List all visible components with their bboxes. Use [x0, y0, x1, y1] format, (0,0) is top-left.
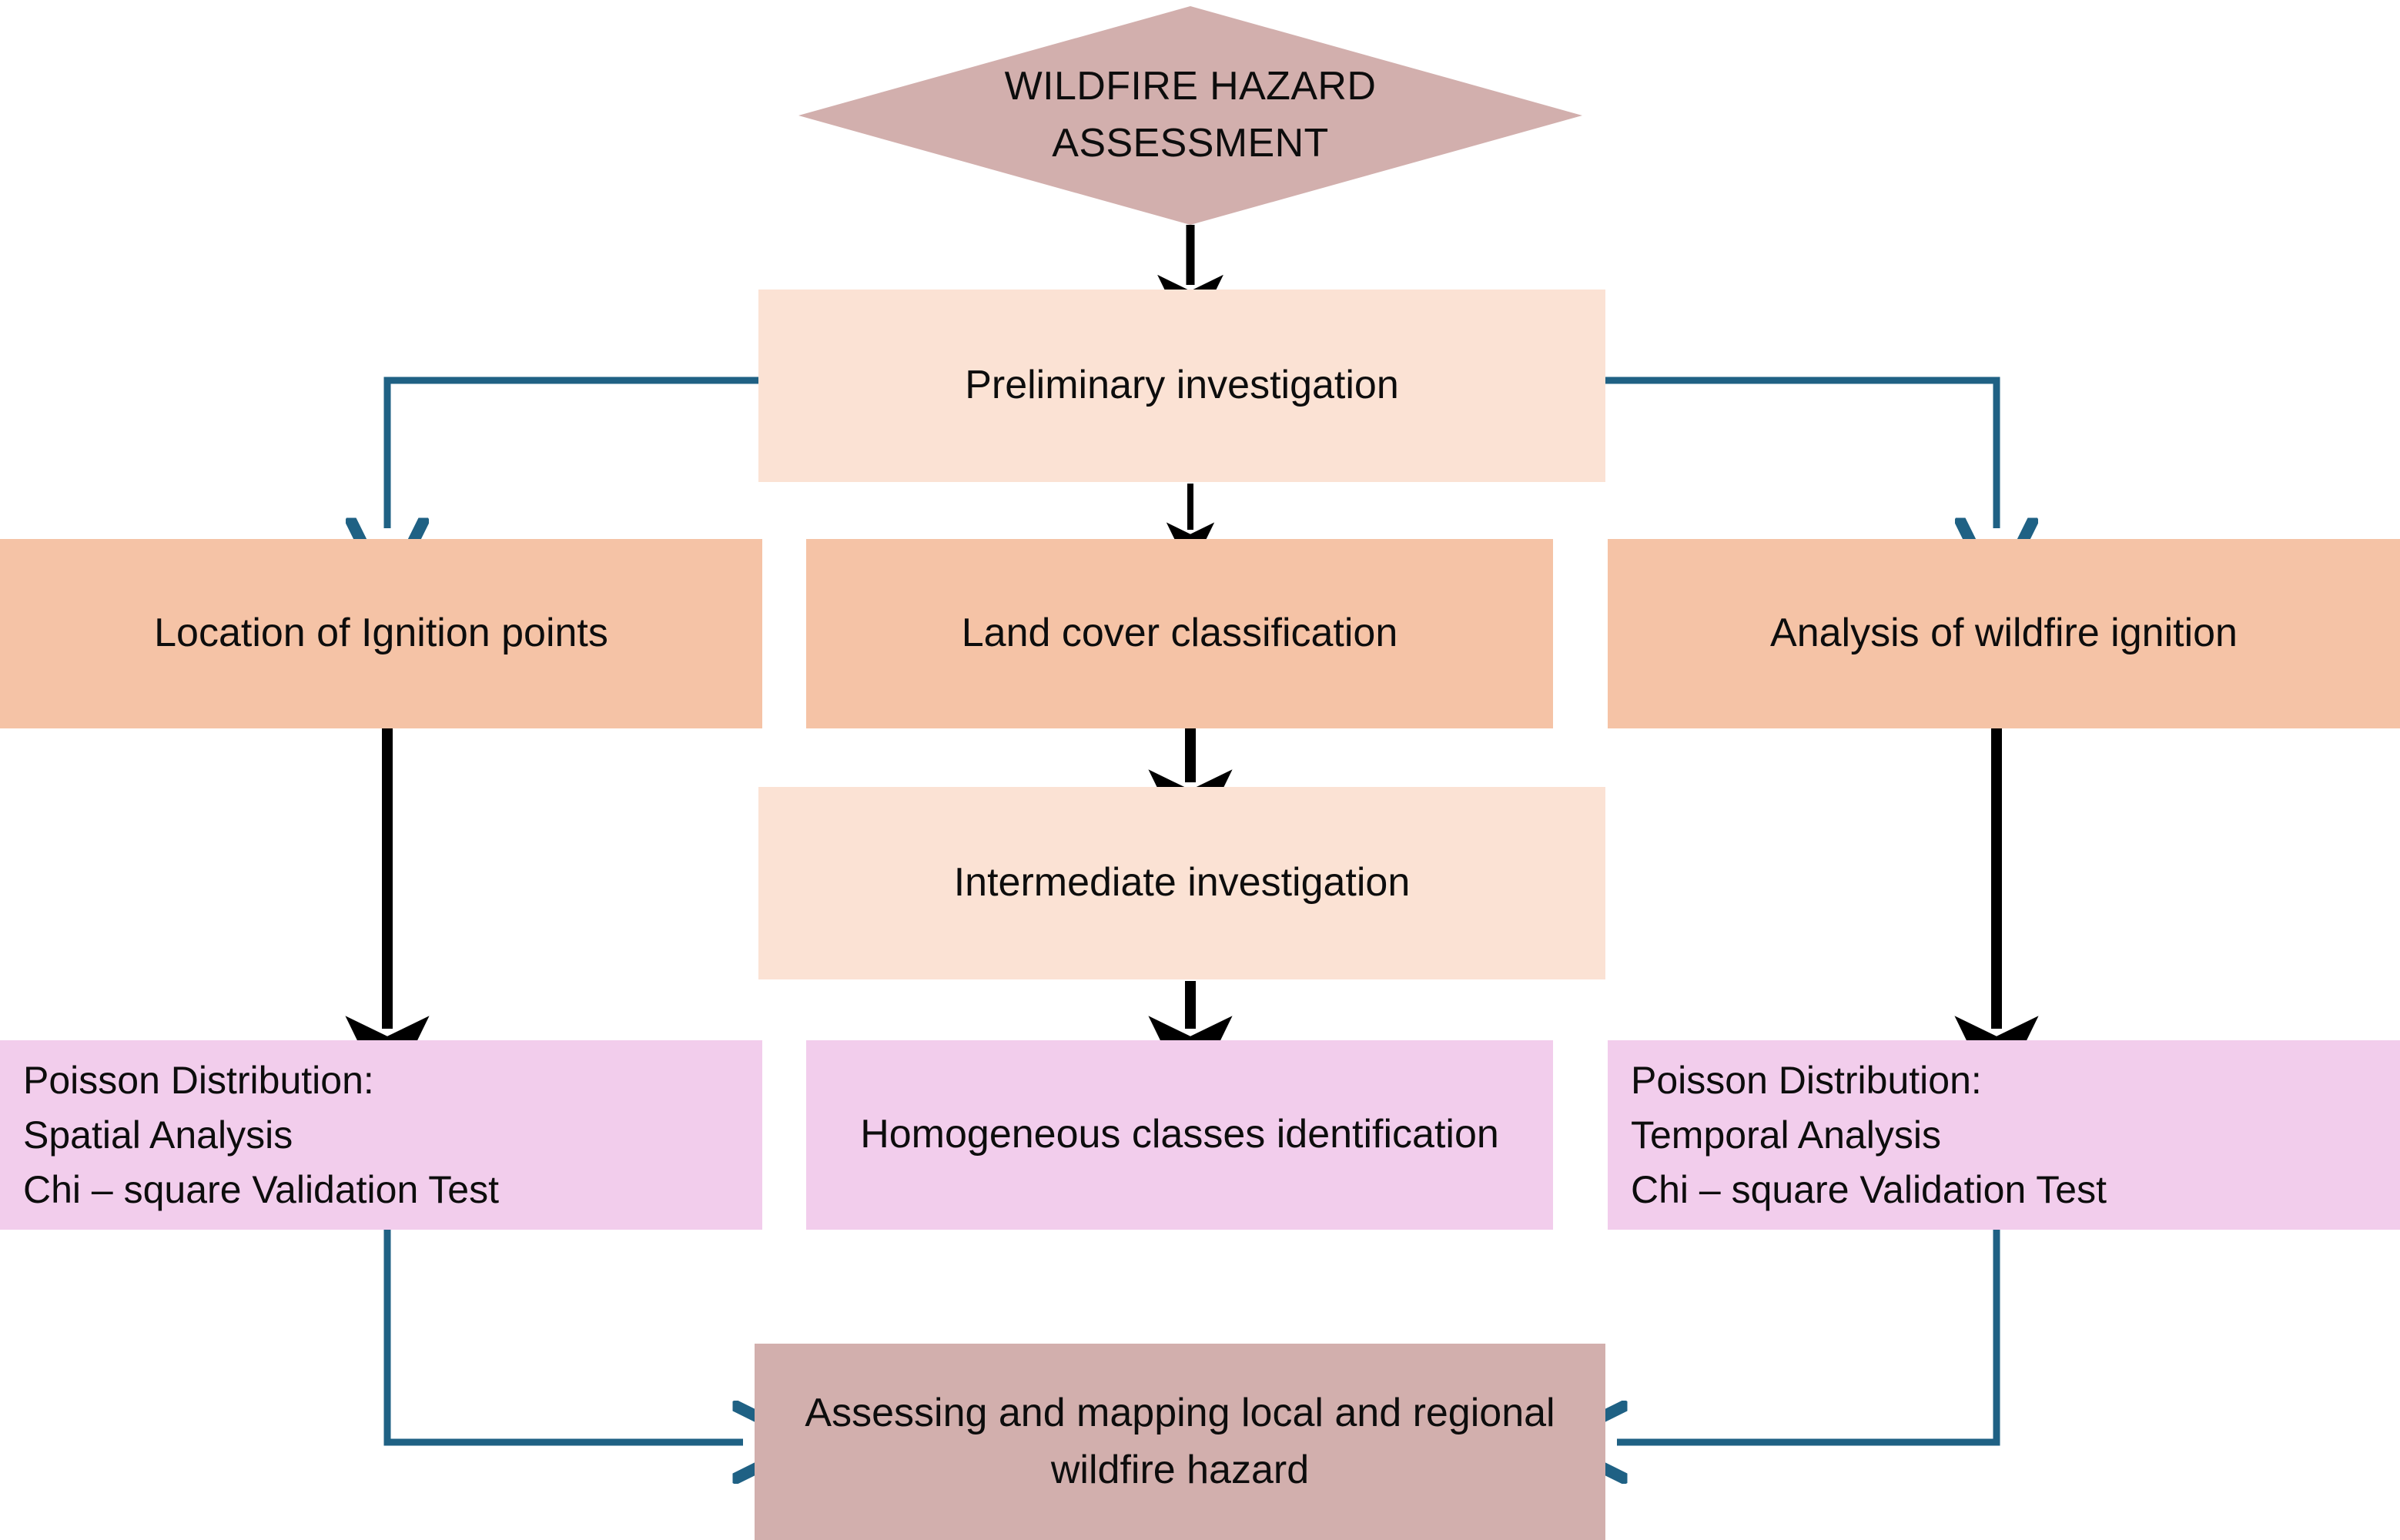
node-preliminary-investigation[interactable]: Preliminary investigation — [758, 290, 1605, 482]
edge-poisson-temporal-to-final-output — [1617, 1230, 2000, 1442]
node-land-cover-classification[interactable]: Land cover classification — [806, 539, 1553, 728]
node-label: Analysis of wildfire ignition — [1770, 611, 2238, 656]
node-wildfire-hazard-assessment[interactable]: WILDFIRE HAZARD ASSESSMENT — [798, 6, 1582, 225]
node-poisson-distribution-temporal[interactable]: Poisson Distribution: Temporal Analysis … — [1608, 1040, 2400, 1230]
node-homogeneous-classes-identification[interactable]: Homogeneous classes identification — [806, 1040, 1553, 1230]
node-assessing-and-mapping-wildfire-hazard[interactable]: Assessing and mapping local and regional… — [755, 1344, 1605, 1540]
node-intermediate-investigation[interactable]: Intermediate investigation — [758, 787, 1605, 979]
node-analysis-of-wildfire-ignition[interactable]: Analysis of wildfire ignition — [1608, 539, 2400, 728]
node-location-of-ignition-points[interactable]: Location of Ignition points — [0, 539, 762, 728]
node-label: Poisson Distribution: Spatial Analysis C… — [23, 1058, 499, 1211]
edge-poisson-spatial-to-final-output — [383, 1230, 743, 1442]
node-label: WILDFIRE HAZARD ASSESSMENT — [1004, 64, 1377, 166]
edge-preliminary-to-wildfire-analysis — [1605, 377, 1997, 528]
node-label: Poisson Distribution: Temporal Analysis … — [1631, 1058, 2107, 1211]
node-label: Preliminary investigation — [965, 363, 1399, 408]
node-label: Intermediate investigation — [953, 860, 1411, 906]
node-poisson-distribution-spatial[interactable]: Poisson Distribution: Spatial Analysis C… — [0, 1040, 762, 1230]
node-label: Homogeneous classes identification — [860, 1112, 1499, 1157]
edge-preliminary-to-ignition-location — [387, 377, 758, 528]
node-label: Land cover classification — [961, 611, 1398, 656]
node-label: Assessing and mapping local and regional… — [805, 1390, 1555, 1492]
node-label: Location of Ignition points — [154, 611, 608, 656]
